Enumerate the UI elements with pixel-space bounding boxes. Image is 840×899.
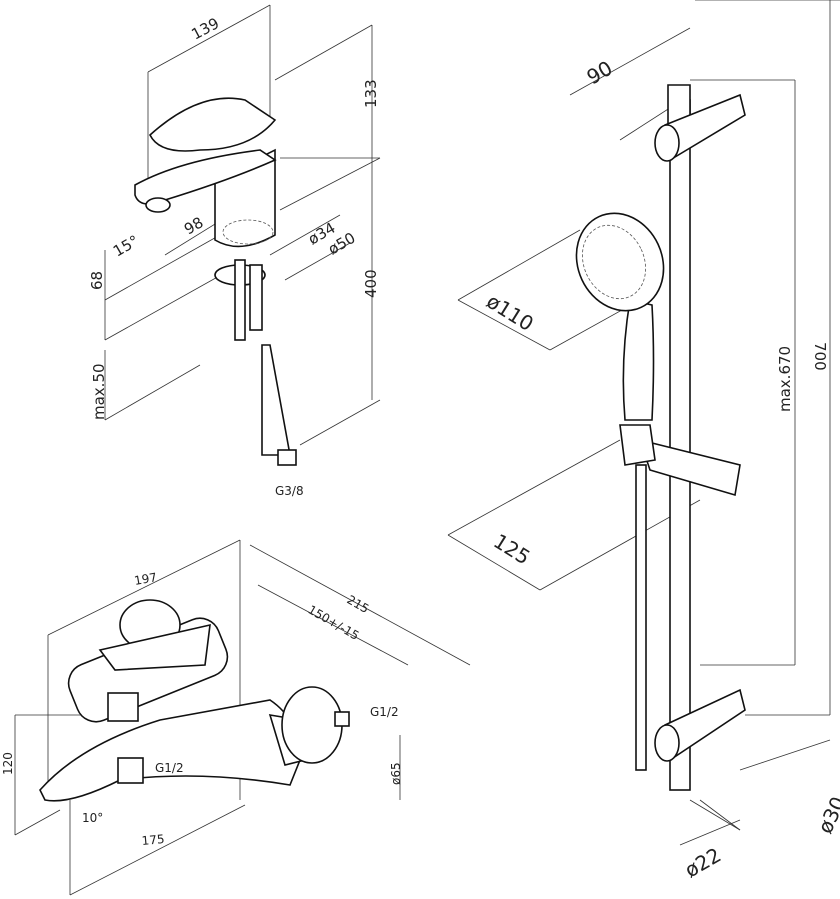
bath-mixer <box>14 539 471 896</box>
shower-holder-offset-label: 90 <box>583 56 617 90</box>
basin-spout-angle-label: 15° <box>110 232 142 261</box>
shower-rail-diameter-label: ø22 <box>681 843 726 883</box>
bath-spout-reach-label: 175 <box>141 832 165 848</box>
bath-width-label: 197 <box>133 570 158 588</box>
bath-depth-label: 215 <box>345 592 372 616</box>
bath-outlet-thread-label: G1/2 <box>155 761 184 775</box>
shower-head-diameter-label: ø110 <box>482 289 537 336</box>
shower-rail-length-label: max.670 <box>776 346 794 412</box>
bath-spout-angle-label: 10° <box>82 811 103 825</box>
basin-hose-length-label: 400 <box>362 269 380 298</box>
bath-inlet-thread-label: G1/2 <box>370 705 399 719</box>
basin-spout-reach-label: 98 <box>181 213 207 238</box>
basin-height-top-label: 133 <box>362 79 380 108</box>
shower-set <box>447 0 840 846</box>
basin-max-thickness-label: max.50 <box>90 363 108 420</box>
basin-hose-thread-label: G3/8 <box>275 484 304 498</box>
basin-spout-height-label: 68 <box>88 271 106 290</box>
bath-height-label: 120 <box>1 752 15 775</box>
basin-mixer <box>134 97 297 466</box>
shower-bracket-diameter-label: ø30 <box>813 793 840 837</box>
bath-flange-diameter-label: ø65 <box>389 762 403 785</box>
basin-width-label: 139 <box>188 14 222 43</box>
basin-mixer-dimension-lines <box>104 4 381 446</box>
shower-total-height-label: 700 <box>811 342 829 371</box>
shower-slider-offset-label: 125 <box>489 529 534 570</box>
